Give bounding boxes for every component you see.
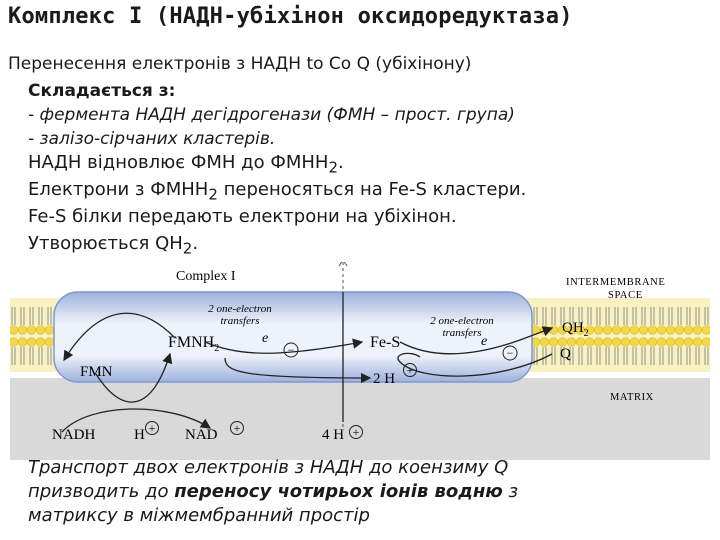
- bullet-fes-clusters: - залізо-сірчаних кластерів.: [28, 129, 276, 149]
- h-plus-charge-icon: +: [145, 421, 159, 435]
- svg-text:e: e: [481, 334, 487, 349]
- four-h-plus-label: 4 H: [322, 427, 344, 443]
- q-label: Q: [560, 346, 571, 362]
- h-plus-label: H: [134, 427, 145, 443]
- slide-subtitle: Перенесення електронів з НАДН to Co Q (у…: [8, 54, 472, 74]
- transfer-left-line1: 2 one-electron: [208, 303, 272, 315]
- two-h-plus-charge-icon: +: [403, 363, 417, 377]
- reaction-arrows: [61, 292, 554, 433]
- svg-text:+: +: [353, 425, 360, 439]
- caption-line2: призводить до переносу чотирьох іонів во…: [28, 481, 519, 502]
- slide-title: Комплекс I (НАДН-убіхінон оксидоредуктаз…: [8, 4, 573, 29]
- svg-text:e: e: [262, 331, 268, 346]
- fmnh2-label: FMNH2: [168, 334, 219, 354]
- complex-i-diagram: Complex I INTERMEMBRANE SPACE MATRIX 2 o…: [10, 262, 710, 460]
- transfer-right-line2: transfers: [442, 327, 481, 339]
- nadh-label: NADH: [52, 427, 95, 443]
- fmn-label: FMN: [80, 364, 113, 380]
- complex-i-label: Complex I: [176, 269, 236, 284]
- svg-text:+: +: [234, 421, 241, 435]
- nad-plus-label: NAD: [185, 427, 218, 443]
- electron-right-icon: e −: [481, 334, 518, 361]
- text-line-qh2-formed: Утворюється QH2.: [28, 233, 199, 258]
- two-h-plus-label: 2 H: [373, 371, 395, 387]
- transfer-right-line1: 2 one-electron: [430, 315, 494, 327]
- caption-line3: матриксу в міжмембранний простір: [28, 505, 370, 526]
- matrix-band: [10, 378, 710, 460]
- complex-i-body: [53, 291, 533, 383]
- matrix-label: MATRIX: [610, 392, 654, 403]
- caption-line1: Транспорт двох електронів з НАДН до коен…: [28, 457, 509, 478]
- text-line-fes-proteins: Fe-S білки передають електрони на убіхін…: [28, 206, 457, 227]
- electron-left-icon: e −: [262, 331, 299, 358]
- intermembrane-label: INTERMEMBRANE: [566, 277, 665, 288]
- qh2-label: QH2: [562, 320, 589, 339]
- fes-label: Fe-S: [370, 334, 400, 351]
- svg-text:+: +: [407, 363, 414, 377]
- four-h-plus-charge-icon: +: [349, 425, 363, 439]
- text-line-nadh-reduces: НАДН відновлює ФМН до ФМНН2.: [28, 152, 344, 177]
- text-line-electrons-transfer: Електрони з ФМНН2 переносяться на Fe-S к…: [28, 179, 527, 204]
- bullet-enzyme: - ферментa НАДН дегідрогенази (ФМН – про…: [28, 105, 515, 125]
- svg-text:−: −: [288, 343, 295, 357]
- space-label: SPACE: [608, 290, 643, 301]
- svg-text:+: +: [149, 421, 156, 435]
- consists-label: Складається з:: [28, 81, 176, 101]
- svg-text:−: −: [507, 346, 514, 360]
- transfer-left-line2: transfers: [220, 315, 259, 327]
- nad-plus-charge-icon: +: [230, 421, 244, 435]
